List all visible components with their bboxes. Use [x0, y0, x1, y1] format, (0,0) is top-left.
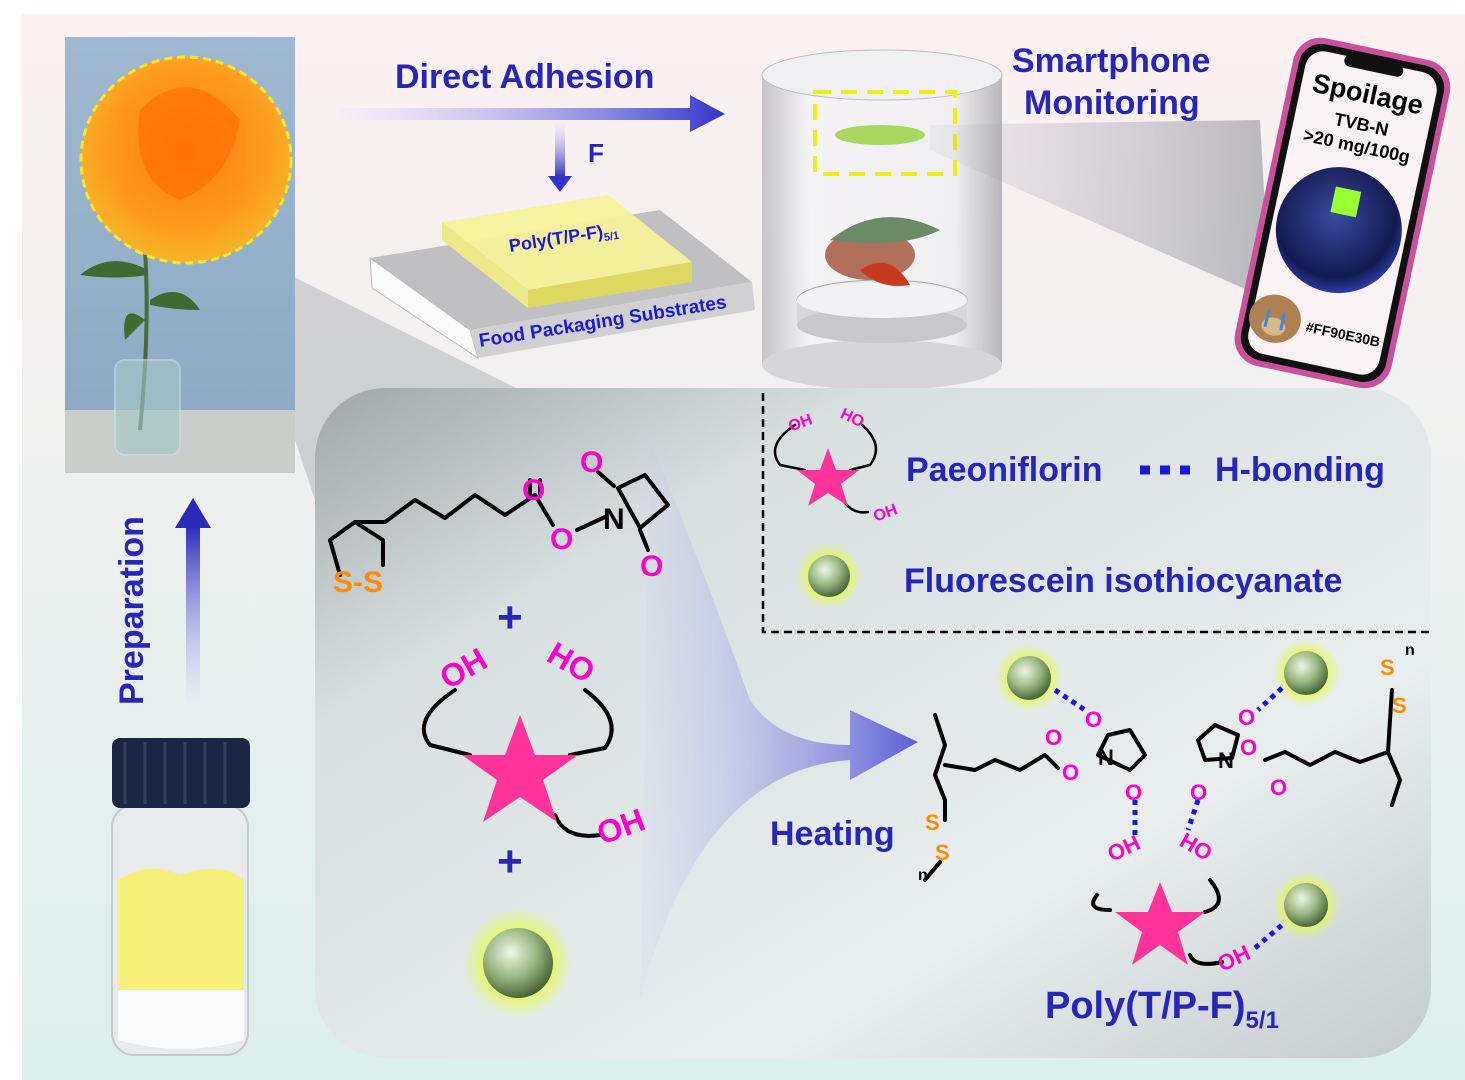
legend-h-bonding: H-bonding [1215, 451, 1385, 489]
o-label: O [1190, 780, 1207, 805]
o-label: O [1270, 775, 1287, 800]
crying-bear-icon [1249, 294, 1301, 343]
legend-fitc: Fluorescein isothiocyanate [904, 562, 1342, 600]
legend-paeoniflorin: Paeoniflorin [906, 451, 1102, 489]
film-on-substrate [369, 195, 755, 360]
o-label: O [580, 446, 603, 479]
smartphone: Spoilage TVB-N >20 mg/100g #FF90E30B [1234, 37, 1451, 389]
s-label: S [935, 840, 950, 865]
flower-photo [65, 37, 295, 473]
direct-adhesion-arrow [340, 95, 725, 132]
heating-label: Heating [770, 815, 895, 853]
n-repeat-label: n [918, 867, 928, 884]
o-label: O [1238, 705, 1255, 730]
petri-dish-photo [1275, 167, 1402, 294]
preparation-arrow [186, 525, 200, 705]
fitc-legend-icon [796, 543, 862, 609]
powder-vial [111, 738, 250, 1056]
o-label: O [522, 474, 545, 507]
o-label: O [1125, 780, 1142, 805]
plus-sign: + [497, 837, 523, 886]
n-label: N [1098, 745, 1114, 770]
n-repeat-label: n [1405, 642, 1415, 659]
s-label: S [925, 810, 940, 835]
o-label: O [550, 523, 573, 556]
o-label: O [640, 550, 663, 583]
preparation-arrowhead [175, 498, 211, 528]
product-label: Poly(T/P-F)5/1 [1045, 985, 1279, 1034]
fitc-sphere [463, 908, 573, 1018]
food-container [761, 49, 1003, 390]
heating-arrow [640, 440, 918, 1000]
o-label: O [1062, 760, 1079, 785]
monitoring-label-line2: Monitoring [1024, 84, 1200, 122]
preparation-label: Preparation [113, 516, 151, 705]
o-label: O [1045, 725, 1062, 750]
paeoniflorin-structure: OH HO OH [421, 635, 649, 852]
s-label: S [1392, 693, 1407, 718]
legend-box [761, 393, 1430, 634]
direct-adhesion-label: Direct Adhesion [395, 58, 654, 96]
disulfide-label: S-S [333, 566, 383, 599]
o-label: O [1085, 707, 1102, 732]
fluorescent-film [1330, 186, 1362, 218]
force-arrow [555, 123, 565, 178]
force-label: F [588, 138, 604, 168]
monitoring-label-line1: Smartphone [1012, 42, 1210, 80]
n-label: N [1218, 748, 1234, 773]
s-label: S [1380, 655, 1395, 680]
plus-sign: + [497, 593, 523, 642]
product-structure: O O O N O O O N O O S S S S n n OH HO OH [918, 639, 1415, 977]
force-arrowhead [548, 176, 572, 192]
o-label: O [1240, 735, 1257, 760]
lipoic-acid-nhs-ester: S-S O O N O O [328, 446, 670, 599]
phone-cone [930, 120, 1270, 300]
n-label: N [603, 503, 625, 536]
